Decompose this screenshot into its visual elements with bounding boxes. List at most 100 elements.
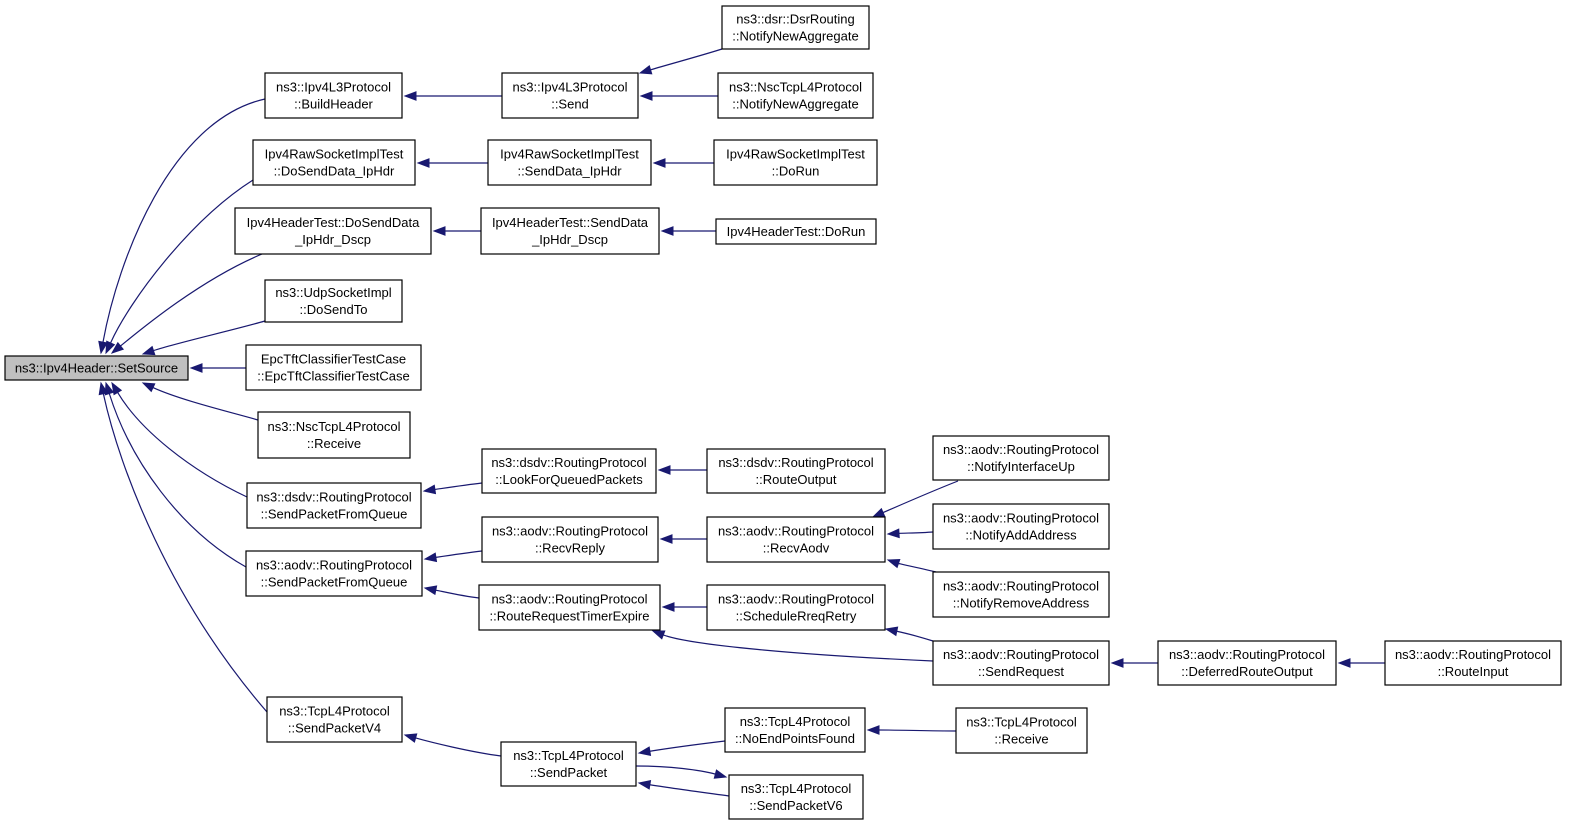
arrowhead-icon xyxy=(403,733,418,743)
arrowhead-icon xyxy=(422,484,437,495)
arrowhead-icon xyxy=(638,64,653,75)
node-label-line: ns3::aodv::RoutingProtocol xyxy=(943,511,1099,526)
node-box xyxy=(481,448,657,494)
edge-line xyxy=(882,480,959,514)
node-tcp-sendpkt[interactable]: ns3::TcpL4Protocol::SendPacket xyxy=(500,741,637,787)
node-udp-dosendto[interactable]: ns3::UdpSocketImpl::DoSendTo xyxy=(264,279,403,323)
node-label-line: ::NoEndPointsFound xyxy=(735,731,855,746)
node-nsc-receive[interactable]: ns3::NscTcpL4Protocol::Receive xyxy=(257,411,411,459)
node-label-line: ::DoSendTo xyxy=(300,302,368,317)
node-label-line: Ipv4HeaderTest::SendData xyxy=(492,215,649,230)
node-tcp-noend[interactable]: ns3::TcpL4Protocol::NoEndPointsFound xyxy=(724,707,866,753)
node-aodv-sendreq[interactable]: ns3::aodv::RoutingProtocol::SendRequest xyxy=(932,640,1110,686)
node-ipv4l3-build[interactable]: ns3::Ipv4L3Protocol::BuildHeader xyxy=(264,72,403,119)
node-label-line: ::RouteRequestTimerExpire xyxy=(490,609,650,624)
arrowhead-icon xyxy=(637,746,652,757)
arrowhead-icon xyxy=(423,585,438,596)
node-box xyxy=(481,516,659,563)
edge-line xyxy=(152,387,259,421)
node-nsc-notify[interactable]: ns3::NscTcpL4Protocol::NotifyNewAggregat… xyxy=(717,72,874,119)
arrowhead-icon xyxy=(189,363,203,373)
node-dsdv-sendpkt[interactable]: ns3::dsdv::RoutingProtocol::SendPacketFr… xyxy=(246,482,422,529)
edge-line xyxy=(120,253,263,347)
edge-line xyxy=(878,729,957,732)
node-label-line: ::RouteInput xyxy=(1438,664,1509,679)
node-dsr-notify[interactable]: ns3::dsr::DsrRouting::NotifyNewAggregate xyxy=(721,5,870,50)
call-edge-aodv-sendreq-to-aodv-schedretry xyxy=(884,626,934,642)
edge-line xyxy=(650,48,723,71)
node-box xyxy=(721,5,870,50)
node-aodv-sendpkt[interactable]: ns3::aodv::RoutingProtocol::SendPacketFr… xyxy=(245,550,423,597)
node-label-line: ::BuildHeader xyxy=(294,97,373,112)
edges-layer xyxy=(98,48,1385,797)
node-aodv-ifup[interactable]: ns3::aodv::RoutingProtocol::NotifyInterf… xyxy=(932,435,1110,481)
arrowhead-icon xyxy=(886,558,901,569)
node-aodv-recvaodv[interactable]: ns3::aodv::RoutingProtocol::RecvAodv xyxy=(706,516,886,563)
node-label-line: ::DoSendData_IpHdr xyxy=(274,164,395,179)
node-dsdv-lookfor[interactable]: ns3::dsdv::RoutingProtocol::LookForQueue… xyxy=(481,448,657,494)
node-label-line: ns3::aodv::RoutingProtocol xyxy=(718,592,874,607)
node-box xyxy=(480,207,660,255)
node-box xyxy=(1384,640,1562,686)
call-edge-aodv-schedretry-to-aodv-rrtimer xyxy=(661,602,708,612)
node-tcp-sendv4[interactable]: ns3::TcpL4Protocol::SendPacketV4 xyxy=(266,696,403,743)
node-aodv-recvreply[interactable]: ns3::aodv::RoutingProtocol::RecvReply xyxy=(481,516,659,563)
node-raw-dosend[interactable]: Ipv4RawSocketImplTest::DoSendData_IpHdr xyxy=(252,139,416,186)
node-label-line: ns3::TcpL4Protocol xyxy=(279,704,390,719)
call-edge-hdr-send-to-hdr-dosend xyxy=(432,226,481,236)
arrowhead-icon xyxy=(141,382,156,393)
arrowhead-icon xyxy=(98,340,108,355)
node-label-line: ns3::TcpL4Protocol xyxy=(966,715,1077,730)
edge-line xyxy=(117,392,248,498)
arrowhead-icon xyxy=(98,381,109,396)
node-label-line: ::NotifyAddAddress xyxy=(965,528,1077,543)
node-ipv4l3-send[interactable]: ns3::Ipv4L3Protocol::Send xyxy=(501,72,639,119)
node-aodv-schedretry[interactable]: ns3::aodv::RoutingProtocol::ScheduleRreq… xyxy=(706,584,886,631)
node-label-line: ns3::dsdv::RoutingProtocol xyxy=(718,455,873,470)
node-aodv-routeinput[interactable]: ns3::aodv::RoutingProtocol::RouteInput xyxy=(1384,640,1562,686)
node-label-line: ::SendPacket xyxy=(530,765,608,780)
node-label-line: ::SendPacketV6 xyxy=(749,798,842,813)
arrowhead-icon xyxy=(1337,658,1351,668)
node-label-line: ns3::TcpL4Protocol xyxy=(513,748,624,763)
node-label-line: ns3::aodv::RoutingProtocol xyxy=(1395,647,1551,662)
node-box xyxy=(234,207,432,255)
edge-line xyxy=(102,98,266,343)
node-label-line: ::LookForQueuedPackets xyxy=(495,472,643,487)
node-tcp-receive[interactable]: ns3::TcpL4Protocol::Receive xyxy=(955,707,1088,754)
node-aodv-deferred[interactable]: ns3::aodv::RoutingProtocol::DeferredRout… xyxy=(1157,640,1337,686)
node-epc[interactable]: EpcTftClassifierTestCase::EpcTftClassifi… xyxy=(245,344,422,391)
arrowhead-icon xyxy=(423,552,438,563)
node-label-line: _IpHdr_Dscp xyxy=(294,232,371,247)
node-label-line: ns3::Ipv4L3Protocol xyxy=(276,80,391,95)
node-label-line: ns3::TcpL4Protocol xyxy=(741,781,852,796)
node-label-line: _IpHdr_Dscp xyxy=(531,232,608,247)
arrowhead-icon xyxy=(886,528,900,539)
node-box xyxy=(932,571,1110,618)
node-aodv-rrtimer[interactable]: ns3::aodv::RoutingProtocol::RouteRequest… xyxy=(478,584,661,631)
node-root[interactable]: ns3::Ipv4Header::SetSource xyxy=(4,355,189,381)
nodes-layer: ns3::Ipv4Header::SetSource ns3::Ipv4L3Pro… xyxy=(4,5,1562,820)
node-tcp-sendv6[interactable]: ns3::TcpL4Protocol::SendPacketV6 xyxy=(728,774,864,820)
arrowhead-icon xyxy=(659,534,673,544)
node-raw-dorun[interactable]: Ipv4RawSocketImplTest::DoRun xyxy=(713,139,878,186)
node-hdr-dosend[interactable]: Ipv4HeaderTest::DoSendData_IpHdr_Dscp xyxy=(234,207,432,255)
edge-line xyxy=(635,765,716,775)
node-hdr-send[interactable]: Ipv4HeaderTest::SendData_IpHdr_Dscp xyxy=(480,207,660,255)
arrowhead-icon xyxy=(105,340,116,355)
node-dsdv-routeout[interactable]: ns3::dsdv::RoutingProtocol::RouteOutput xyxy=(706,448,886,494)
node-raw-send[interactable]: Ipv4RawSocketImplTest::SendData_IpHdr xyxy=(487,139,652,186)
node-aodv-addaddr[interactable]: ns3::aodv::RoutingProtocol::NotifyAddAdd… xyxy=(932,503,1110,550)
node-box xyxy=(500,741,637,787)
arrowhead-icon xyxy=(884,626,899,637)
node-aodv-removeaddr[interactable]: ns3::aodv::RoutingProtocol::NotifyRemove… xyxy=(932,571,1110,618)
node-label-line: ::NotifyRemoveAddress xyxy=(953,596,1090,611)
node-label-line: Ipv4RawSocketImplTest xyxy=(500,147,639,162)
edge-line xyxy=(153,320,266,352)
node-hdr-dorun[interactable]: Ipv4HeaderTest::DoRun xyxy=(715,218,877,245)
node-label-line: ::NotifyNewAggregate xyxy=(732,29,858,44)
node-box xyxy=(706,584,886,631)
node-label-line: ns3::NscTcpL4Protocol xyxy=(268,419,401,434)
arrowhead-icon xyxy=(637,779,652,790)
node-label-line: ns3::dsdv::RoutingProtocol xyxy=(256,490,411,505)
